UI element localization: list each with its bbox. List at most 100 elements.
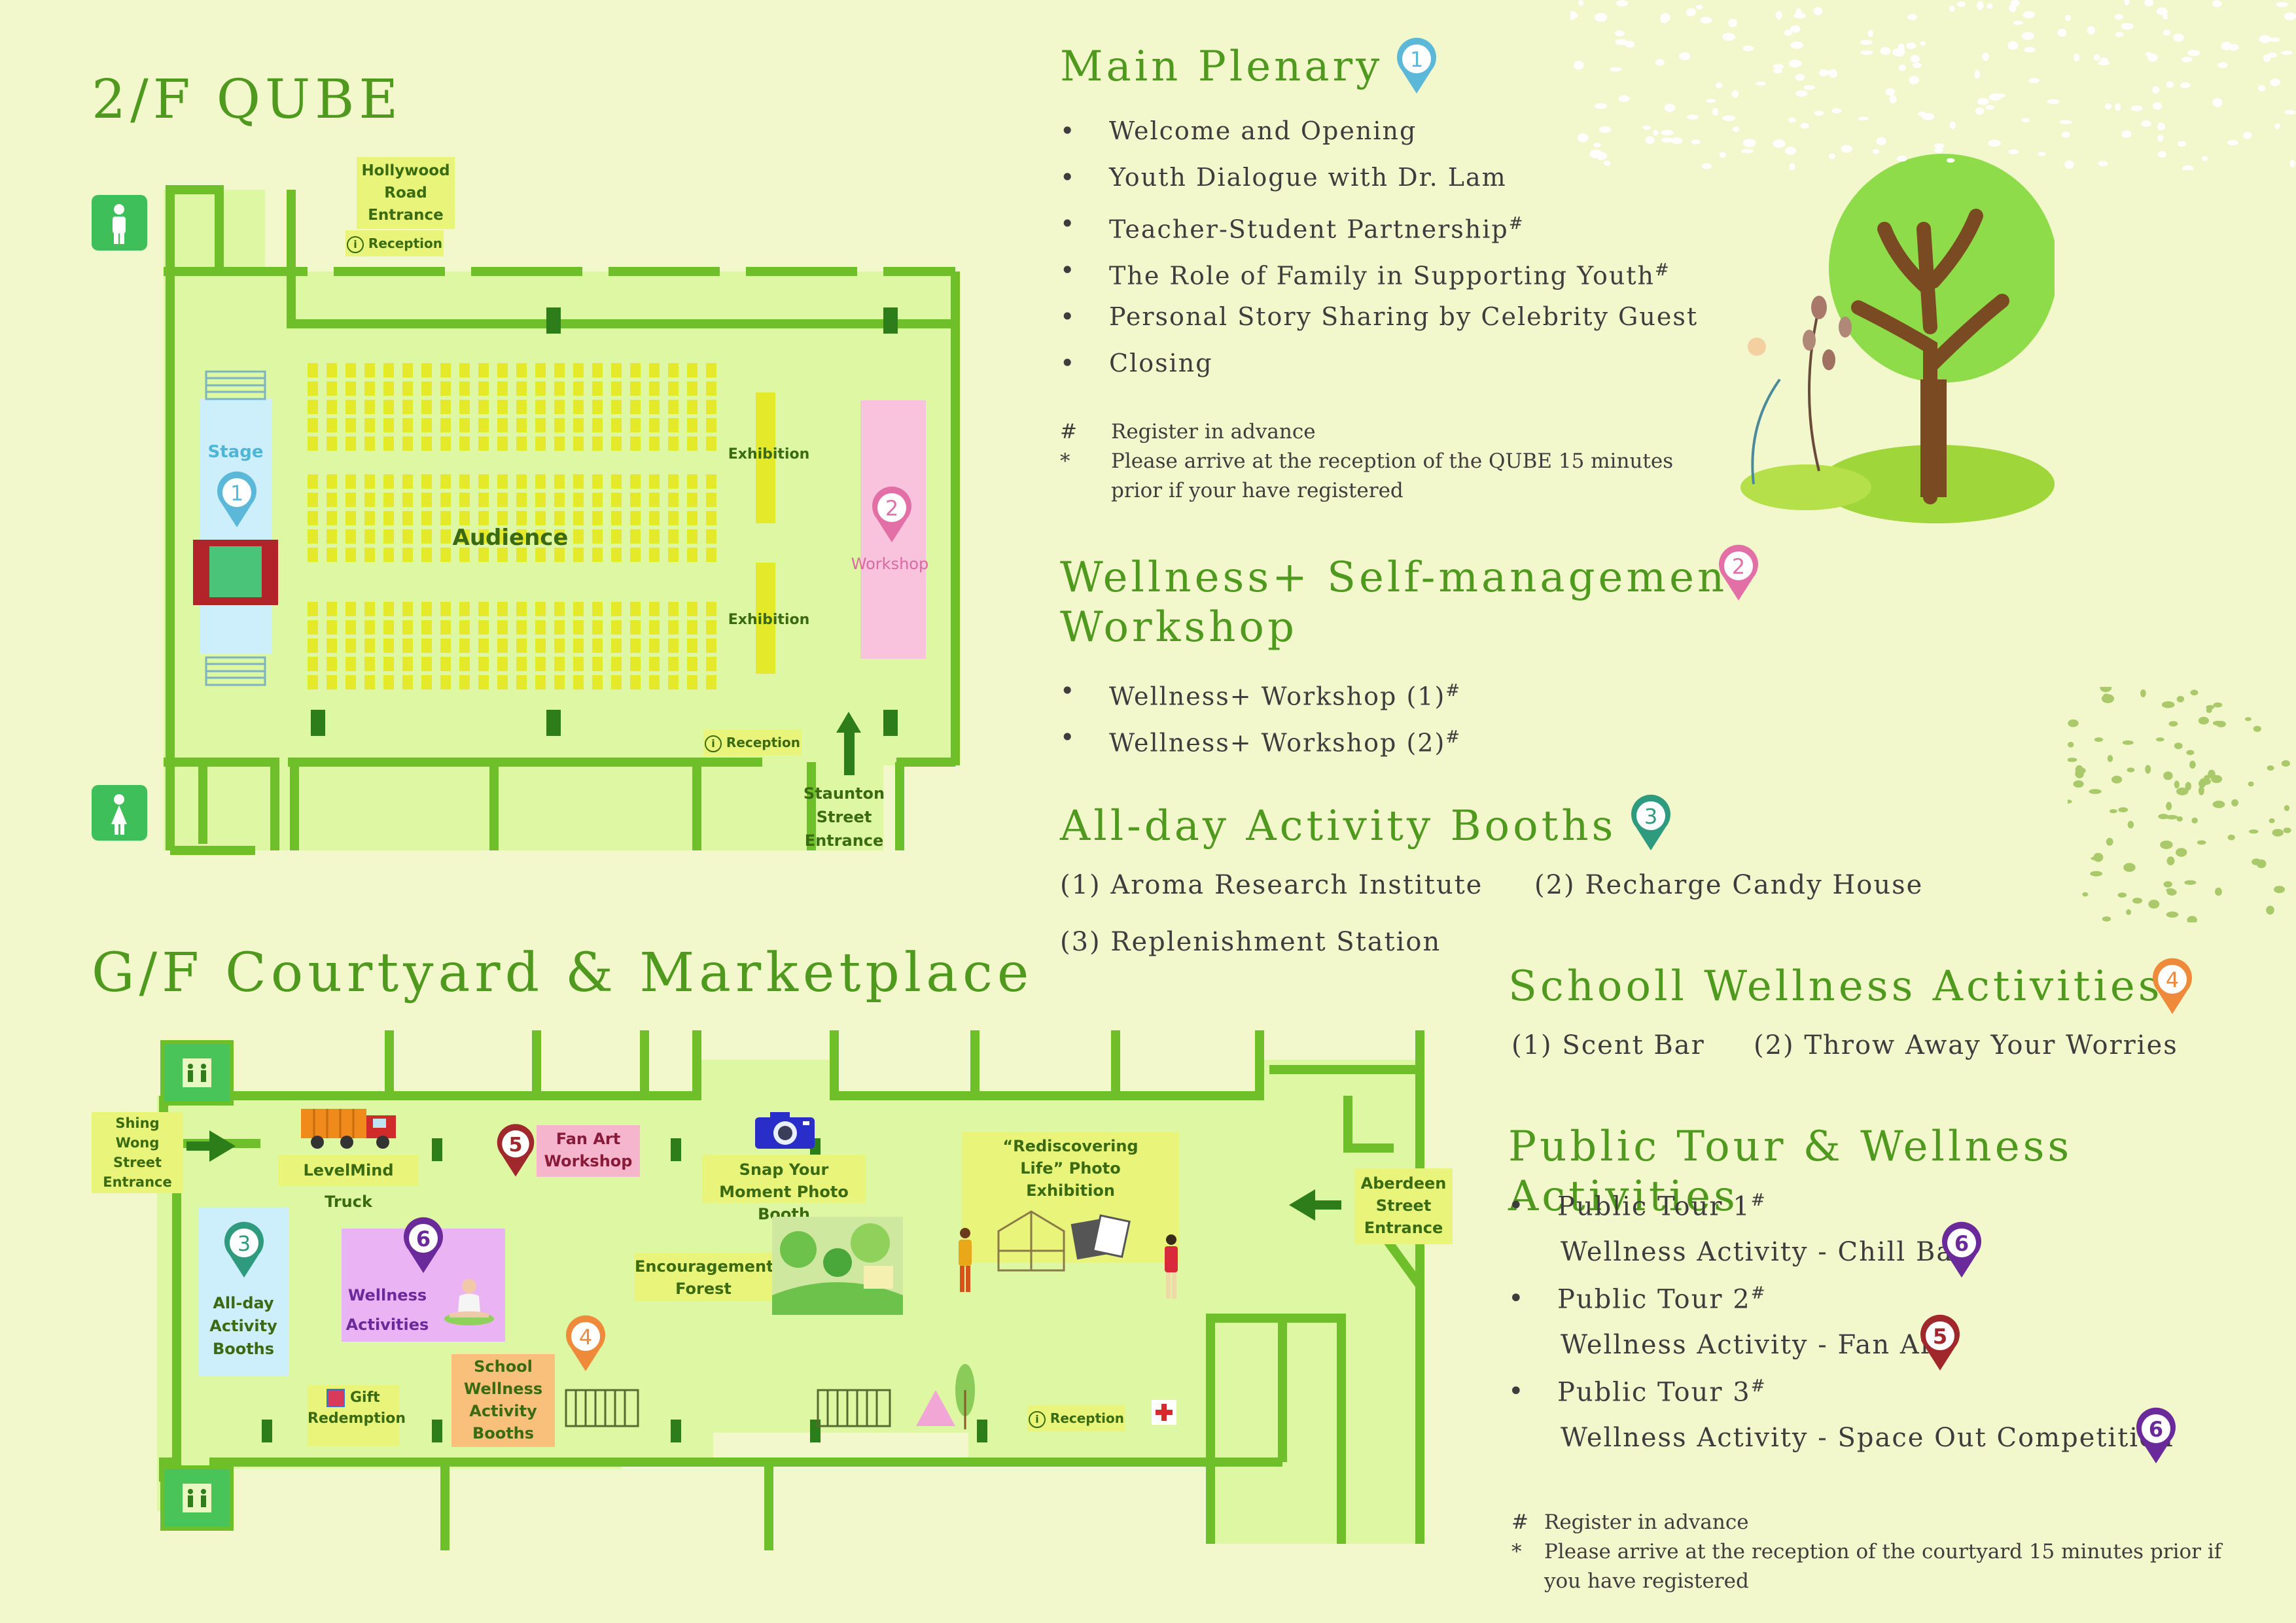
decorative-dot (1742, 45, 1754, 52)
audience-seat (497, 548, 508, 562)
main-plenary-list: Welcome and Opening Youth Dialogue with … (1060, 111, 1698, 390)
audience-seat (459, 529, 470, 544)
audience-seat (308, 548, 318, 562)
exhibition-label-2: Exhibition (728, 612, 810, 628)
audience-seat (592, 418, 603, 432)
audience-seat (535, 493, 546, 507)
decorative-dot (1716, 82, 1723, 88)
audience-seat (459, 657, 470, 671)
audience-seat (668, 511, 679, 525)
decorative-dot (1671, 137, 1682, 145)
audience-seat (459, 400, 470, 414)
audience-seat (611, 418, 622, 432)
decorative-dot (1789, 162, 1795, 170)
audience-seat (383, 675, 394, 689)
audience-seat (630, 436, 641, 451)
shing-wong-entrance-label: Shing Wong Street Entrance (92, 1112, 183, 1193)
audience-seat (554, 511, 565, 525)
decorative-dot (1598, 126, 1612, 133)
decorative-dot (2212, 720, 2223, 726)
rediscovering-life-label: “Rediscovering Life” Photo Exhibition (962, 1132, 1179, 1272)
pin-3-booths: 3 (221, 1220, 267, 1280)
workshop-item: Wellness+ Workshop (1)# (1060, 671, 1461, 718)
hollywood-road-entrance-label: Hollywood Road Entrance (357, 157, 455, 229)
reception-label: Reception (1050, 1410, 1125, 1426)
decorative-dot (1570, 10, 1576, 20)
audience-seat (440, 529, 451, 544)
audience-seat (630, 400, 641, 414)
audience-seat (497, 529, 508, 544)
decorative-dot (1982, 52, 1989, 61)
decorative-dot (2206, 707, 2212, 713)
audience-seat (421, 620, 432, 635)
decorative-dot (2281, 50, 2293, 56)
decorative-dot (1956, 1, 1966, 7)
audience-seat (706, 474, 716, 489)
audience-seat (554, 638, 565, 653)
audience-seat (440, 418, 451, 432)
audience-seat (345, 638, 356, 653)
audience-seat (649, 529, 660, 544)
audience-seat (308, 493, 318, 507)
toilet-female-icon (92, 785, 147, 841)
decorative-dot (1722, 33, 1735, 41)
audience-seat (345, 511, 356, 525)
decorative-dot (1921, 113, 1935, 120)
decorative-dot (2212, 800, 2225, 809)
audience-seat (554, 436, 565, 451)
decorative-dot (2073, 780, 2084, 788)
audience-seat (402, 620, 413, 635)
audience-seat (630, 418, 641, 432)
audience-seat (535, 602, 546, 616)
audience-seat (554, 602, 565, 616)
plenary-item: Closing (1060, 343, 1698, 390)
decorative-dot (2267, 52, 2278, 58)
audience-seat (592, 602, 603, 616)
audience-seat (402, 493, 413, 507)
audience-seat (516, 381, 527, 396)
audience-seat (308, 400, 318, 414)
truck-icon (301, 1106, 399, 1154)
decorative-dot (2165, 814, 2178, 820)
audience-seat (554, 381, 565, 396)
qube-title: 2/F QUBE (92, 69, 403, 131)
audience-seat (630, 529, 641, 544)
audience-seat (516, 675, 527, 689)
decorative-dot (2231, 799, 2238, 807)
decorative-dot (1618, 95, 1630, 102)
audience-seat (592, 363, 603, 377)
audience-seat (554, 657, 565, 671)
decorative-dot (2198, 786, 2204, 795)
audience-seat (327, 638, 337, 653)
decorative-dot (2098, 160, 2108, 167)
decorative-dot (2177, 141, 2186, 147)
tree-illustration (1740, 154, 2055, 523)
audience-seat (497, 436, 508, 451)
audience-seat (478, 657, 489, 671)
pin-5-fan-art-tour: 5 (1917, 1313, 1963, 1373)
audience-seat (364, 436, 375, 451)
audience-seat (668, 529, 679, 544)
audience-seat (516, 548, 527, 562)
person-figure (959, 1228, 972, 1292)
audience-seat (327, 657, 337, 671)
decorative-dot (2221, 41, 2232, 50)
aberdeen-street-entrance-label: Aberdeen Street Entrance (1354, 1168, 1453, 1244)
forest-illustration (772, 1217, 903, 1315)
pin-3-booths-heading: 3 (1628, 793, 1674, 853)
decorative-dot (1831, 108, 1842, 114)
audience-seat (573, 529, 584, 544)
audience-seat (611, 436, 622, 451)
decorative-dot (2059, 120, 2072, 124)
svg-text:5: 5 (509, 1134, 523, 1157)
decorative-dot (1604, 160, 1611, 166)
plenary-item: Personal Story Sharing by Celebrity Gues… (1060, 297, 1698, 343)
decorative-dot (2190, 689, 2199, 696)
audience-seat (440, 474, 451, 489)
decorative-dot (2229, 44, 2239, 51)
house-frames-icon (997, 1210, 1131, 1272)
decorative-dot (2272, 829, 2284, 837)
audience-seat (630, 363, 641, 377)
decorative-dot (1728, 18, 1738, 27)
decorative-dot (2198, 716, 2209, 725)
